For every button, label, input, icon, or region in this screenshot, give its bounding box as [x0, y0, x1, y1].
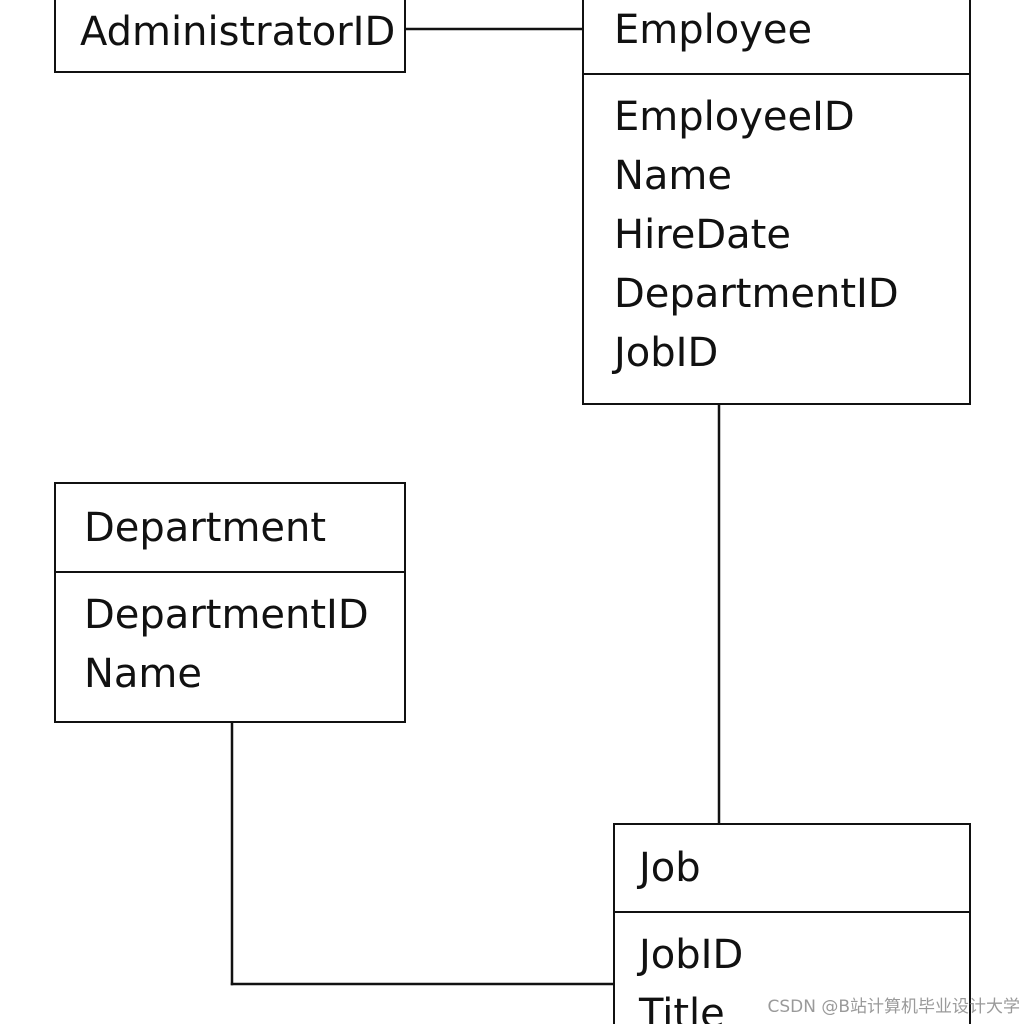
- department-entity-title: Department: [56, 484, 404, 573]
- employee-attribute-employee-id: EmployeeID: [614, 94, 855, 140]
- department-entity: Department DepartmentID Name: [54, 482, 406, 723]
- employee-entity-title: Employee: [584, 0, 969, 75]
- department-attribute-list: DepartmentID Name: [56, 573, 404, 704]
- job-attribute-list: JobID Title: [615, 913, 969, 1024]
- department-attribute-department-id: DepartmentID: [84, 592, 369, 638]
- administrator-entity: AdministratorID: [54, 0, 406, 73]
- employee-attribute-list: EmployeeID Name HireDate DepartmentID Jo…: [584, 75, 969, 383]
- employee-attribute-hire-date: HireDate: [614, 212, 791, 258]
- administrator-id-label: AdministratorID: [80, 9, 396, 55]
- watermark-text: CSDN @B站计算机毕业设计大学: [767, 997, 1020, 1017]
- department-attribute-name: Name: [84, 651, 203, 697]
- job-entity-title: Job: [615, 825, 969, 913]
- job-attribute-title: Title: [639, 991, 725, 1024]
- employee-attribute-job-id: JobID: [614, 330, 719, 376]
- job-attribute-job-id: JobID: [639, 932, 744, 978]
- employee-entity: Employee EmployeeID Name HireDate Depart…: [582, 0, 971, 405]
- employee-attribute-name: Name: [614, 153, 733, 199]
- employee-attribute-department-id: DepartmentID: [614, 271, 899, 317]
- job-entity: Job JobID Title: [613, 823, 971, 1024]
